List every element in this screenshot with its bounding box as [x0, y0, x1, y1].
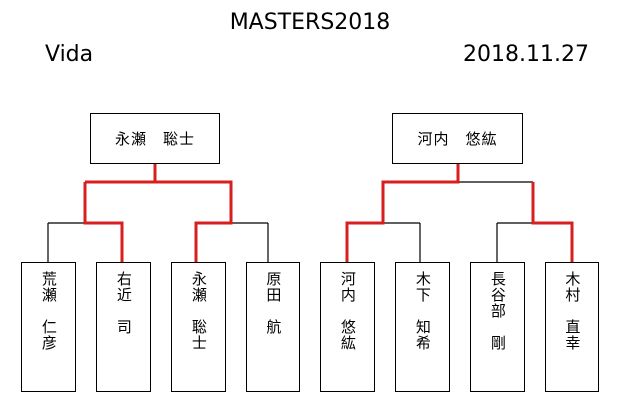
- right-champion-name: 河内 悠紘: [417, 130, 498, 148]
- right-champion-box: 河内 悠紘: [392, 113, 523, 164]
- player-box: 原田 航: [246, 262, 300, 392]
- venue-label: Vida: [45, 42, 94, 67]
- player-box: 木下 知希: [395, 262, 450, 392]
- player-name: 河内 悠紘: [338, 271, 357, 351]
- event-date: 2018.11.27: [463, 42, 589, 67]
- player-name: 木村 直幸: [563, 271, 582, 351]
- left-bracket-lines: [47, 164, 269, 262]
- event-title: MASTERS2018: [229, 10, 391, 35]
- player-box: 右近 司: [96, 262, 151, 392]
- right-bracket-lines: [345, 164, 574, 262]
- player-name: 永瀬 聡士: [189, 271, 208, 351]
- player-name: 荒瀬 仁彦: [39, 271, 58, 351]
- player-name: 原田 航: [264, 271, 283, 335]
- player-box: 河内 悠紘: [320, 262, 375, 392]
- player-box: 木村 直幸: [545, 262, 599, 392]
- player-box: 長谷部 剛: [470, 262, 525, 392]
- player-box: 永瀬 聡士: [171, 262, 226, 392]
- left-champion-box: 永瀬 聡士: [90, 113, 220, 164]
- player-box: 荒瀬 仁彦: [21, 262, 76, 392]
- left-champion-name: 永瀬 聡士: [114, 130, 195, 148]
- player-name: 木下 知希: [413, 271, 432, 351]
- player-name: 右近 司: [114, 271, 133, 335]
- player-name: 長谷部 剛: [488, 271, 507, 351]
